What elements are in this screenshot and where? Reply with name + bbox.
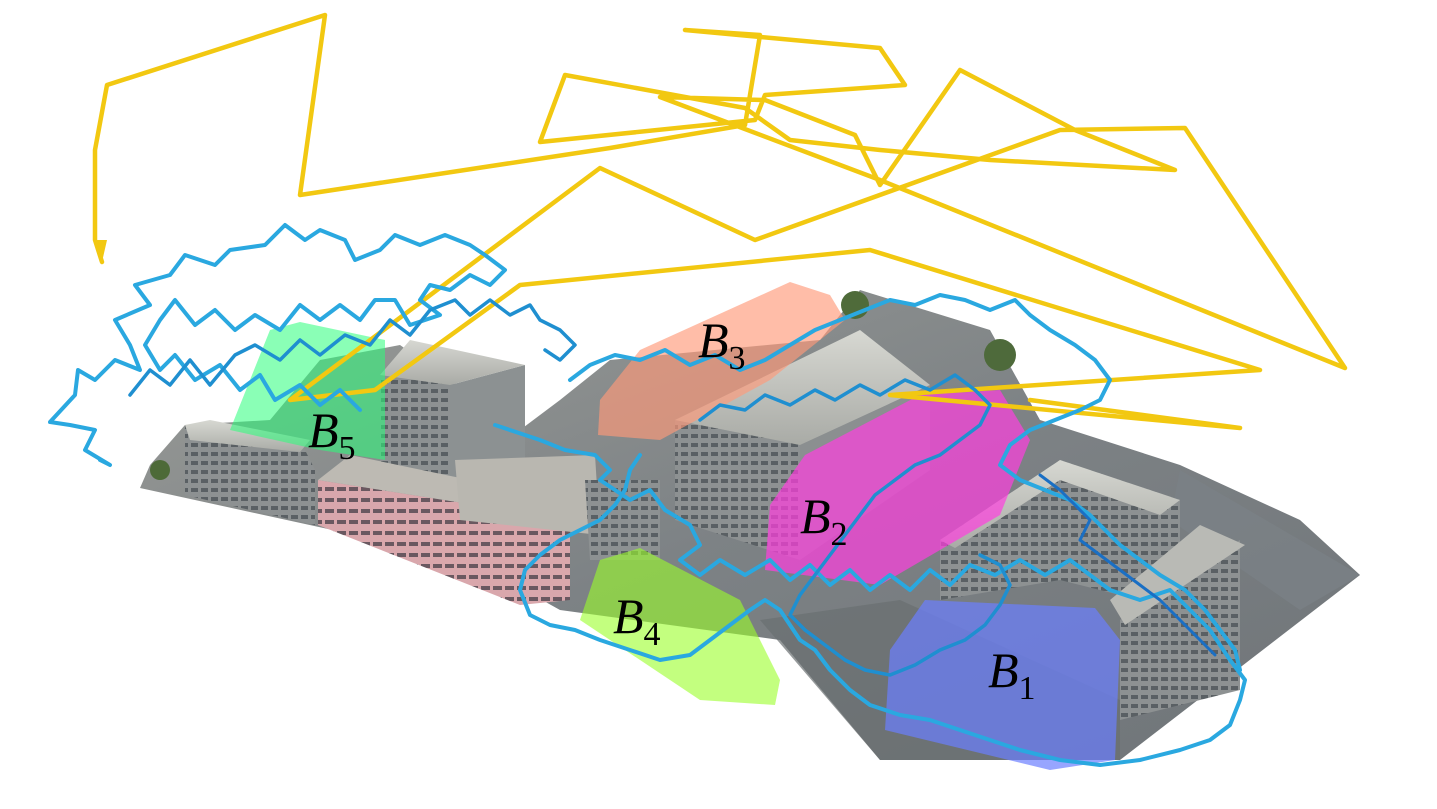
building-roof	[380, 340, 525, 385]
label-b2-main: B	[800, 488, 831, 544]
label-b5-main: B	[308, 402, 339, 458]
building-roof	[675, 330, 930, 445]
label-b3-sub: 3	[729, 340, 746, 377]
yellow-arrowhead	[97, 240, 107, 262]
label-b4-sub: 4	[644, 616, 661, 653]
street	[1170, 470, 1360, 610]
building	[455, 455, 600, 535]
label-b4-main: B	[613, 588, 644, 644]
region-b1	[885, 600, 1120, 770]
label-b5: B5	[308, 402, 356, 467]
label-b1-sub: 1	[1019, 670, 1036, 707]
tree	[150, 460, 170, 480]
label-b2-sub: 2	[831, 516, 848, 553]
blue-trajectory-right	[568, 293, 1242, 672]
building	[1120, 540, 1240, 720]
building-roof	[185, 420, 310, 452]
label-b3: B3	[698, 312, 746, 377]
label-b3-main: B	[698, 312, 729, 368]
yellow-trajectory	[92, 12, 1348, 431]
blue-trajectory-mid	[698, 373, 1012, 677]
blue-trajectory-center	[493, 423, 1247, 767]
region-labels: B5 B3 B2 B4 B1	[308, 312, 1036, 707]
building-roof	[940, 460, 1180, 548]
building	[585, 480, 660, 560]
label-b5-sub: 5	[339, 430, 356, 467]
blue-trajectory	[48, 223, 1247, 767]
tree	[984, 339, 1016, 371]
blue-trajectory-left	[48, 223, 507, 467]
blue-trajectory-dark	[1038, 473, 1217, 657]
label-b1: B1	[988, 642, 1036, 707]
region-b4	[580, 548, 780, 705]
label-b4: B4	[613, 588, 661, 653]
label-b2: B2	[800, 488, 848, 553]
blue-trajectory-left-inner	[128, 298, 577, 397]
label-b1-main: B	[988, 642, 1019, 698]
